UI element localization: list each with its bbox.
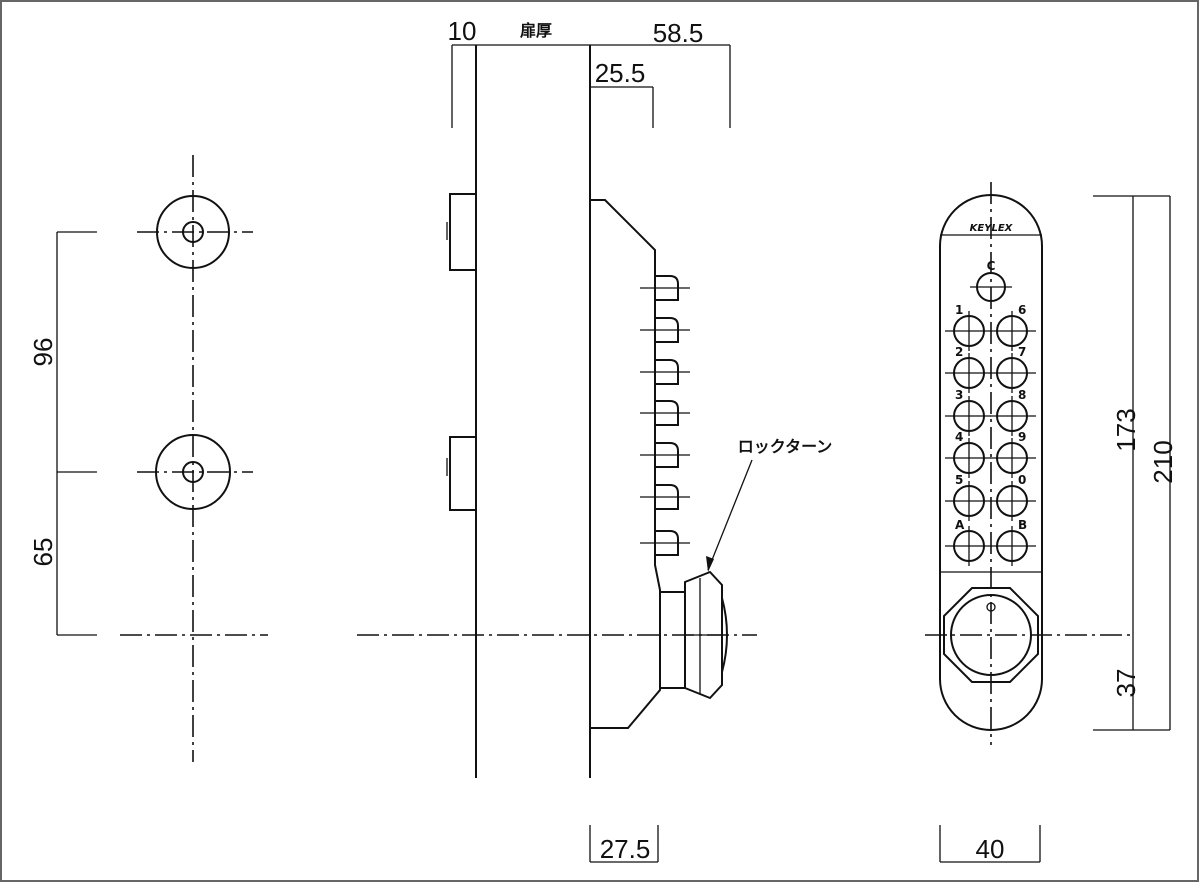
mounting-hole-view: 96 65 bbox=[28, 155, 268, 762]
svg-text:4: 4 bbox=[955, 430, 963, 444]
upper-hole bbox=[156, 195, 230, 269]
dim-body-depth: 27.5 bbox=[600, 834, 651, 864]
dim-hole-spacing: 96 bbox=[28, 338, 58, 367]
svg-text:0: 0 bbox=[1018, 473, 1026, 487]
dim-keypad-width: 40 bbox=[976, 834, 1005, 864]
front-view: KEYLEX C 1 2 3 4 5 A 6 7 8 9 0 B bbox=[925, 182, 1178, 864]
lock-turn-label: ロックターン bbox=[738, 437, 833, 456]
svg-text:2: 2 bbox=[955, 345, 963, 359]
svg-text:C: C bbox=[987, 259, 996, 273]
dim-button-depth: 25.5 bbox=[595, 58, 646, 88]
svg-text:5: 5 bbox=[955, 473, 963, 487]
svg-text:6: 6 bbox=[1018, 303, 1026, 317]
back-plate-upper bbox=[449, 193, 477, 271]
dim-total-height: 210 bbox=[1148, 440, 1178, 483]
dim-plate: 10 bbox=[448, 16, 477, 46]
dim-total-depth: 58.5 bbox=[653, 18, 704, 48]
dim-upper-height: 173 bbox=[1111, 408, 1141, 451]
key-c: C bbox=[970, 259, 1012, 302]
svg-text:3: 3 bbox=[955, 388, 963, 402]
dim-lower-hole: 65 bbox=[28, 538, 58, 567]
keypad-left-column: 1 2 3 4 5 A bbox=[945, 303, 991, 566]
svg-text:8: 8 bbox=[1018, 388, 1026, 402]
svg-text:A: A bbox=[955, 518, 965, 532]
back-plate-lower bbox=[449, 436, 477, 511]
svg-text:B: B bbox=[1018, 518, 1027, 532]
lower-hole bbox=[155, 434, 231, 510]
svg-text:7: 7 bbox=[1018, 345, 1026, 359]
leader-line bbox=[707, 459, 753, 571]
svg-text:9: 9 bbox=[1018, 430, 1026, 444]
keypad-right-column: 6 7 8 9 0 B bbox=[990, 303, 1036, 566]
dim-lower-height: 37 bbox=[1111, 669, 1141, 698]
side-view: 10 扉厚 58.5 25.5 ロックターン bbox=[357, 16, 832, 864]
door-thickness-label: 扉厚 bbox=[520, 21, 552, 40]
buttons-side bbox=[640, 275, 690, 556]
keypad-body bbox=[590, 199, 661, 729]
svg-text:1: 1 bbox=[955, 303, 963, 317]
